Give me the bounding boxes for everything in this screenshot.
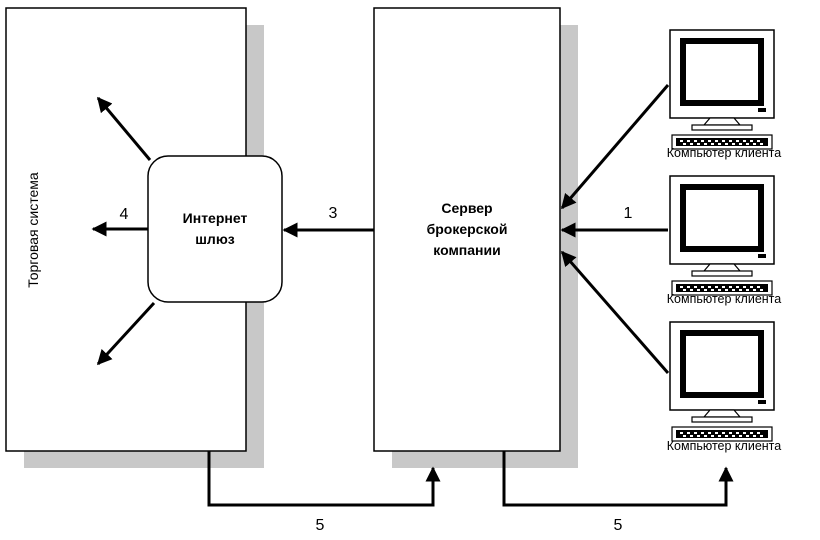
gateway-label-line1: Интернет xyxy=(183,210,248,226)
flow-label-3: 3 xyxy=(329,205,338,222)
arrow-gateway-down xyxy=(96,301,156,366)
client-label-3: Компьютер клиента xyxy=(667,439,781,453)
client-computer-3 xyxy=(669,321,775,442)
flow-label-4: 4 xyxy=(120,206,129,223)
arrow-system-to-server xyxy=(207,451,441,507)
arrow-client1-to-server xyxy=(560,84,670,210)
flow-label-5a: 5 xyxy=(316,517,325,534)
client-computer-2 xyxy=(669,175,775,296)
client-computer-1 xyxy=(669,29,775,150)
arrow-client3-to-server xyxy=(560,250,670,374)
server-label-line1: Сервер xyxy=(441,200,492,216)
flow-label-5b: 5 xyxy=(614,517,623,534)
client-label-2: Компьютер клиента xyxy=(667,292,781,306)
arrow-server-to-clients xyxy=(502,451,734,507)
server-box xyxy=(373,7,561,452)
gateway-box xyxy=(147,155,283,303)
client-label-1: Компьютер клиента xyxy=(667,146,781,160)
trading-system-label: Торговая система xyxy=(25,172,41,288)
arrow-gateway-up xyxy=(96,96,152,161)
flow-label-1: 1 xyxy=(624,205,633,222)
gateway-label-line2: шлюз xyxy=(195,231,235,247)
server-label-line2: брокерской xyxy=(427,221,508,237)
server-label-line3: компании xyxy=(433,242,500,258)
